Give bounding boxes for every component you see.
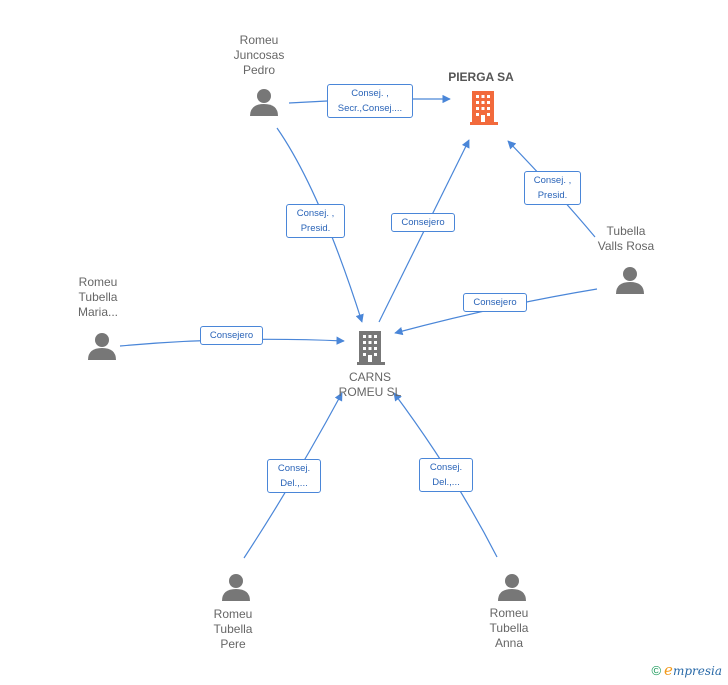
edge-carns-pierga (378, 139, 470, 323)
company-label-pierga[interactable]: PIERGA SA (421, 70, 541, 85)
edge-label-line: Presid. (300, 223, 331, 234)
edge-label-carns-pierga[interactable]: Consejero (391, 213, 455, 232)
edge-label-line: Consej. (429, 462, 463, 473)
person-name-line: Romeu (239, 33, 279, 47)
edge-label-rosa-pierga[interactable]: Consej. , Presid. (524, 171, 581, 205)
edge-label-line: Consejero (473, 297, 517, 308)
edge-label-pere-carns[interactable]: Consej. Del.,... (267, 459, 321, 493)
person-name-line: Tubella (78, 290, 118, 304)
person-icon-anna[interactable] (498, 574, 526, 601)
building-icon-carns[interactable] (357, 331, 385, 365)
person-name-line: Valls Rosa (597, 239, 655, 253)
person-name-line: Tubella (489, 621, 529, 635)
building-icon-pierga[interactable] (470, 91, 498, 125)
edge-label-line: Consejero (401, 217, 445, 228)
brand-logo-text: mpresia (672, 664, 722, 678)
company-label-carns[interactable]: CARNS ROMEU SL (310, 370, 430, 400)
person-name-line: Juncosas (233, 48, 285, 62)
edge-label-rosa-carns[interactable]: Consejero (463, 293, 527, 312)
edge-label-line: Consej. (277, 463, 311, 474)
brand-logo: empresia (664, 661, 722, 679)
person-label-rosa[interactable]: Tubella Valls Rosa (566, 224, 686, 254)
edge-label-pedro-pierga[interactable]: Consej. , Secr.,Consej.... (327, 84, 413, 118)
person-icon-rosa[interactable] (616, 267, 644, 294)
person-icon-pere[interactable] (222, 574, 250, 601)
edge-pedro-pierga (288, 99, 450, 103)
person-icon-maria[interactable] (88, 333, 116, 360)
person-label-pedro[interactable]: Romeu Juncosas Pedro (199, 33, 319, 78)
edge-label-line: Del.,... (432, 477, 460, 488)
copyright-icon: © (651, 662, 662, 678)
edge-label-pedro-carns[interactable]: Consej. , Presid. (286, 204, 345, 238)
person-name-line: Romeu (489, 606, 529, 620)
edge-label-line: Consej. , (351, 88, 389, 99)
person-name-line: Romeu (78, 275, 118, 289)
brand-logo-e: e (664, 661, 673, 679)
person-name-line: Pedro (242, 63, 276, 77)
edge-label-line: Presid. (537, 190, 568, 201)
person-name-line: Maria... (77, 305, 118, 319)
person-name-line: Tubella (213, 622, 253, 636)
edge-label-line: Consej. , (533, 175, 572, 186)
edge-label-maria-carns[interactable]: Consejero (200, 326, 263, 345)
company-name-line: CARNS (348, 370, 391, 384)
person-name-line: Pere (220, 637, 246, 651)
person-icon-pedro[interactable] (250, 89, 278, 116)
person-label-maria[interactable]: Romeu Tubella Maria... (38, 275, 158, 320)
person-label-pere[interactable]: Romeu Tubella Pere (173, 607, 293, 652)
person-name-line: Anna (494, 636, 524, 650)
company-name-line: ROMEU SL (338, 385, 402, 399)
company-name-line: PIERGA SA (448, 70, 514, 84)
person-name-line: Tubella (606, 224, 646, 238)
edge-label-line: Secr.,Consej.... (337, 103, 403, 114)
edge-label-line: Consej. , (296, 208, 335, 219)
person-name-line: Romeu (213, 607, 253, 621)
edge-label-line: Consejero (209, 330, 254, 341)
edge-label-anna-carns[interactable]: Consej. Del.,... (419, 458, 473, 492)
empresia-watermark[interactable]: © empresia (651, 661, 722, 679)
edge-label-line: Del.,... (280, 478, 308, 489)
person-label-anna[interactable]: Romeu Tubella Anna (449, 606, 569, 651)
